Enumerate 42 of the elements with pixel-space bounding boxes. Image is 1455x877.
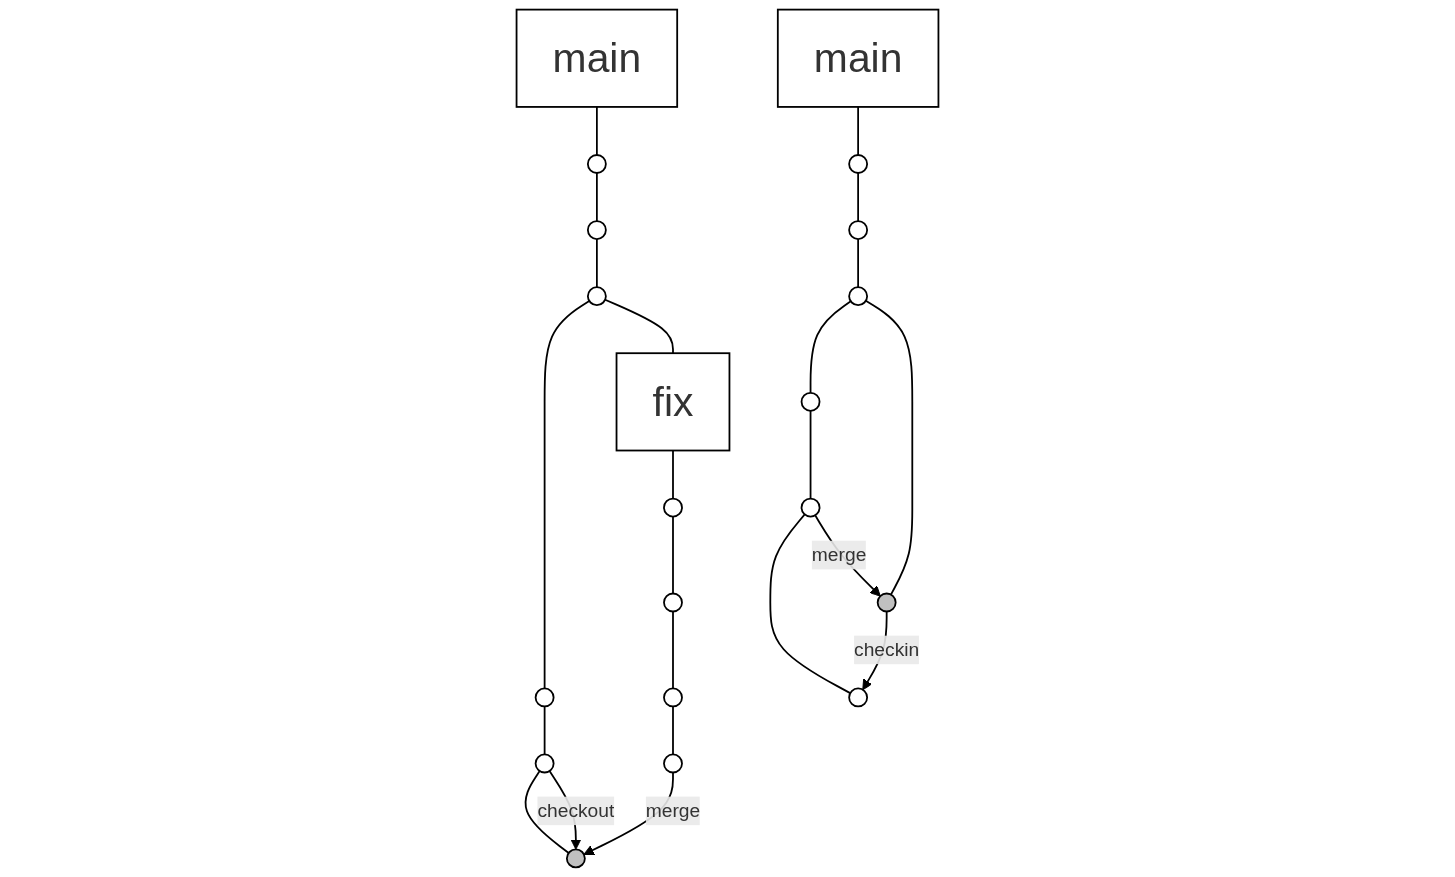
node-circle	[663, 497, 683, 518]
node-circle	[876, 592, 897, 613]
connector	[604, 298, 674, 355]
node-circle	[565, 848, 586, 869]
connector	[595, 238, 598, 289]
node-circle	[586, 286, 607, 307]
node-box: main	[515, 8, 679, 108]
edge-label: checkin	[854, 639, 920, 660]
edge-label: merge	[645, 800, 701, 821]
node-box: fix	[615, 352, 731, 452]
node-circle	[534, 687, 555, 708]
connector	[864, 299, 914, 596]
node-box: main	[776, 8, 940, 108]
connector	[809, 300, 852, 394]
connector	[543, 705, 546, 756]
connector	[672, 610, 674, 690]
node-circle	[663, 753, 683, 774]
connector	[672, 449, 674, 500]
node-circle	[586, 220, 607, 240]
node-circle	[663, 592, 683, 613]
connector	[543, 300, 591, 690]
node-circle	[586, 154, 607, 174]
node-circle	[800, 391, 821, 412]
node-circle	[848, 220, 869, 240]
node-circle	[848, 687, 869, 708]
connector	[595, 106, 598, 156]
connector	[857, 172, 860, 222]
node-circle	[848, 286, 869, 307]
connector	[857, 238, 860, 289]
node-circle	[848, 154, 869, 174]
node-circle	[800, 497, 821, 518]
connector	[595, 172, 598, 222]
connector	[809, 409, 812, 500]
connector	[524, 770, 570, 854]
connector	[672, 705, 674, 756]
connector	[672, 515, 674, 595]
edge-label: merge	[811, 544, 867, 565]
node-circle	[663, 687, 683, 708]
node-circle	[534, 753, 555, 774]
connector	[769, 513, 852, 694]
edge-label: checkout	[537, 800, 615, 821]
connector	[857, 106, 860, 156]
